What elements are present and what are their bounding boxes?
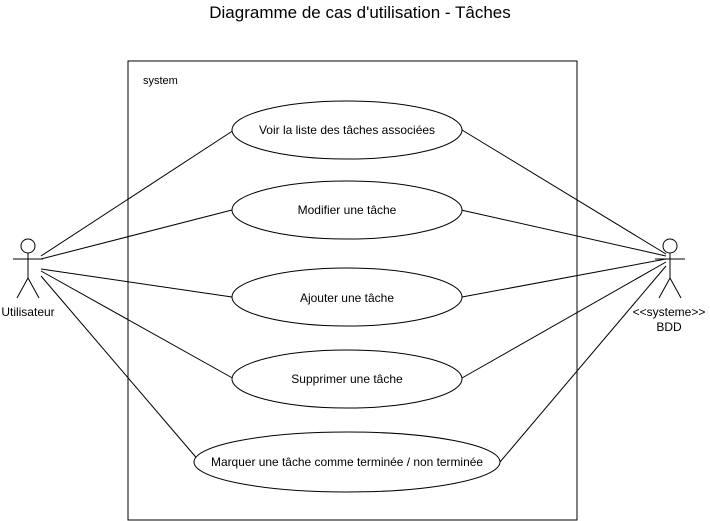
actor-database-stereotype: <<systeme>> [633, 305, 706, 319]
use-case-add-task[interactable]: Ajouter une tâche [231, 267, 463, 327]
association-user-add [40, 268, 233, 298]
database-associations [460, 129, 667, 463]
actor-user-name: Utilisateur [1, 305, 54, 319]
use-case-label: Voir la liste des tâches associées [259, 123, 435, 137]
system-boundary-label: system [143, 75, 178, 87]
use-case-label: Marquer une tâche comme terminée / non t… [211, 455, 483, 469]
use-case-label: Supprimer une tâche [291, 372, 403, 386]
stick-figure-icon [13, 238, 43, 299]
association-db-view-list [461, 129, 667, 255]
association-db-add [461, 258, 667, 298]
stick-figure-icon [655, 238, 685, 299]
use-case-delete-task[interactable]: Supprimer une tâche [231, 349, 463, 409]
association-db-delete [461, 261, 667, 379]
use-case-view-list[interactable]: Voir la liste des tâches associées [231, 100, 463, 160]
actor-user[interactable]: Utilisateur [1, 238, 55, 319]
association-user-view-list [40, 129, 235, 257]
actor-database[interactable]: <<systeme>> BDD [633, 238, 706, 334]
use-case-modify-task[interactable]: Modifier une tâche [231, 180, 463, 240]
user-associations [40, 129, 237, 463]
association-db-modify [460, 209, 667, 257]
association-user-mark-done [40, 275, 201, 463]
use-case-label: Modifier une tâche [298, 203, 397, 217]
association-user-modify [40, 209, 233, 260]
use-case-label: Ajouter une tâche [300, 291, 394, 305]
use-case-mark-task-done[interactable]: Marquer une tâche comme terminée / non t… [193, 431, 501, 493]
diagram-title: Diagramme de cas d'utilisation - Tâches [209, 3, 511, 22]
actor-database-name: BDD [656, 320, 682, 334]
association-user-delete [40, 270, 237, 381]
association-db-mark-done [499, 265, 667, 463]
